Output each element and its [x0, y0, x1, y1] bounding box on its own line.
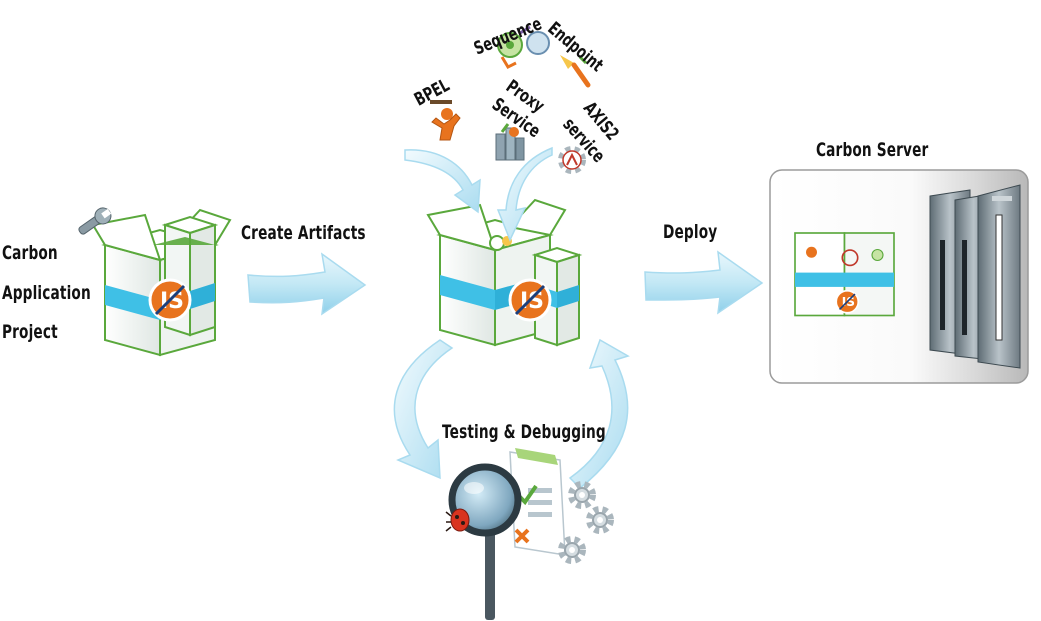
testing-debugging-label: Testing & Debugging	[442, 421, 606, 443]
project-label-line2: Application	[2, 282, 91, 304]
artifact-inflow-arrows	[404, 146, 553, 242]
bpel-icon	[430, 100, 461, 141]
server-rack-icon	[929, 184, 1021, 369]
proxy-service-icon	[495, 123, 525, 161]
artifacts-package-icon	[427, 199, 583, 347]
endpoint-icon	[560, 55, 591, 88]
project-package-icon	[92, 209, 231, 356]
carbon-server-title: Carbon Server	[816, 139, 929, 161]
project-label-line1: Carbon	[2, 242, 58, 264]
wrench-icon	[78, 207, 112, 235]
project-label-line3: Project	[2, 321, 58, 343]
create-artifacts-arrow	[247, 252, 367, 316]
deployed-package-icon	[794, 232, 895, 317]
deploy-arrow	[644, 250, 764, 315]
create-artifacts-label: Create Artifacts	[241, 222, 366, 244]
bug-icon	[445, 508, 470, 532]
testing-debugging-icon	[448, 448, 611, 620]
testing-loop-arrows	[393, 338, 630, 490]
deploy-label: Deploy	[663, 221, 718, 243]
axis2-service-icon	[561, 149, 583, 171]
sequence-icon	[497, 25, 550, 69]
